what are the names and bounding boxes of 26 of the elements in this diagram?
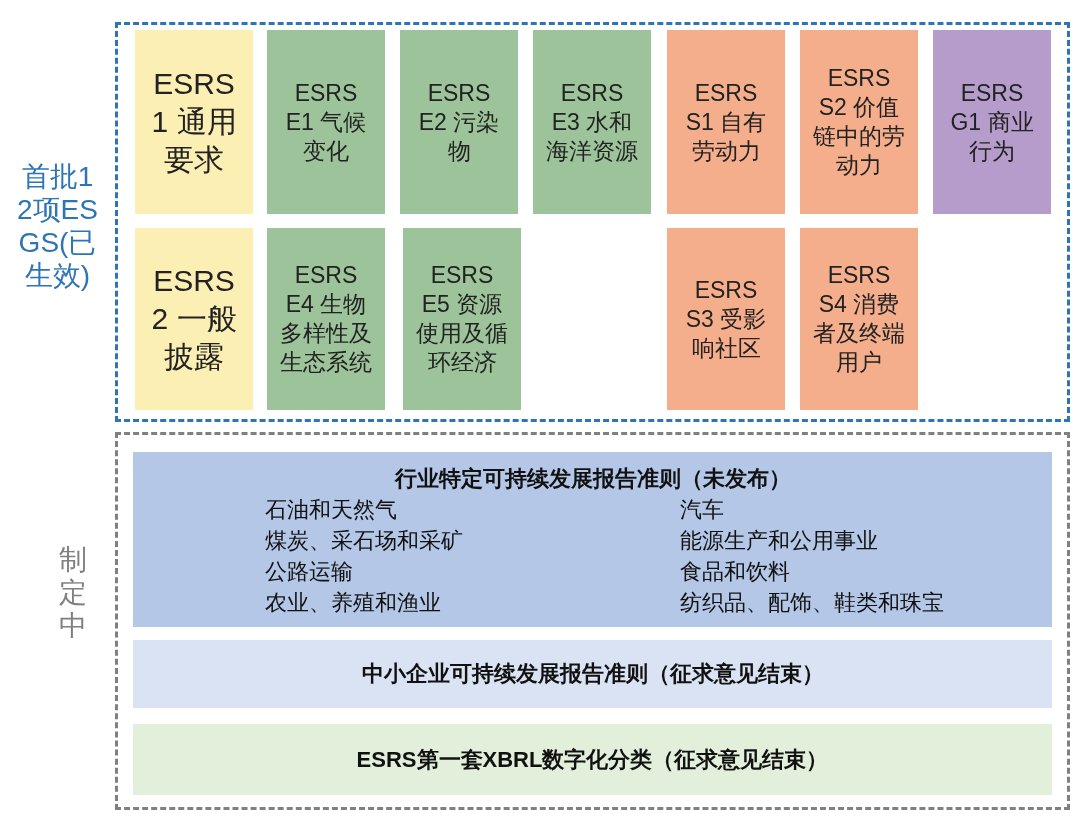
sector-item: 公路运输 [265,559,353,585]
sector-item: 能源生产和公用事业 [680,528,878,554]
sector-item: 农业、养殖和渔业 [265,590,441,616]
standard-card: ESRS 2 一般披露 [135,228,253,410]
sector-item: 石油和天然气 [265,497,397,523]
sector-item: 纺织品、配饰、鞋类和珠宝 [680,590,944,616]
standard-card: ESRS E3 水和海洋资源 [533,30,651,214]
standard-card: ESRS S3 受影响社区 [667,228,785,410]
band-heading: 行业特定可持续发展报告准则（未发布） [393,465,792,493]
standard-card: ESRS S2 价值链中的劳动力 [800,30,918,214]
standard-card: ESRS E4 生物多样性及生态系统 [267,228,385,410]
sector-item: 煤炭、采石场和采矿 [265,528,463,554]
standard-card: ESRS S1 自有劳动力 [667,30,785,214]
standard-card: ESRS S4 消费者及终端用户 [800,228,918,410]
standard-card: ESRS E1 气候变化 [267,30,385,214]
standard-card: ESRS E2 污染物 [400,30,518,214]
standard-band [133,452,1052,627]
standard-card: ESRS 1 通用要求 [135,30,253,214]
standard-card: ESRS E5 资源使用及循环经济 [403,228,521,410]
group-label: 首批12项ESGS(已生效) [16,160,99,292]
sector-item: 汽车 [680,497,724,523]
standard-band: ESRS第一套XBRL数字化分类（征求意见结束） [133,724,1052,795]
sector-item: 食品和饮料 [680,559,790,585]
standard-band: 中小企业可持续发展报告准则（征求意见结束） [133,640,1052,708]
standard-card: ESRS G1 商业行为 [933,30,1051,214]
group-label: 制定中 [58,543,88,642]
